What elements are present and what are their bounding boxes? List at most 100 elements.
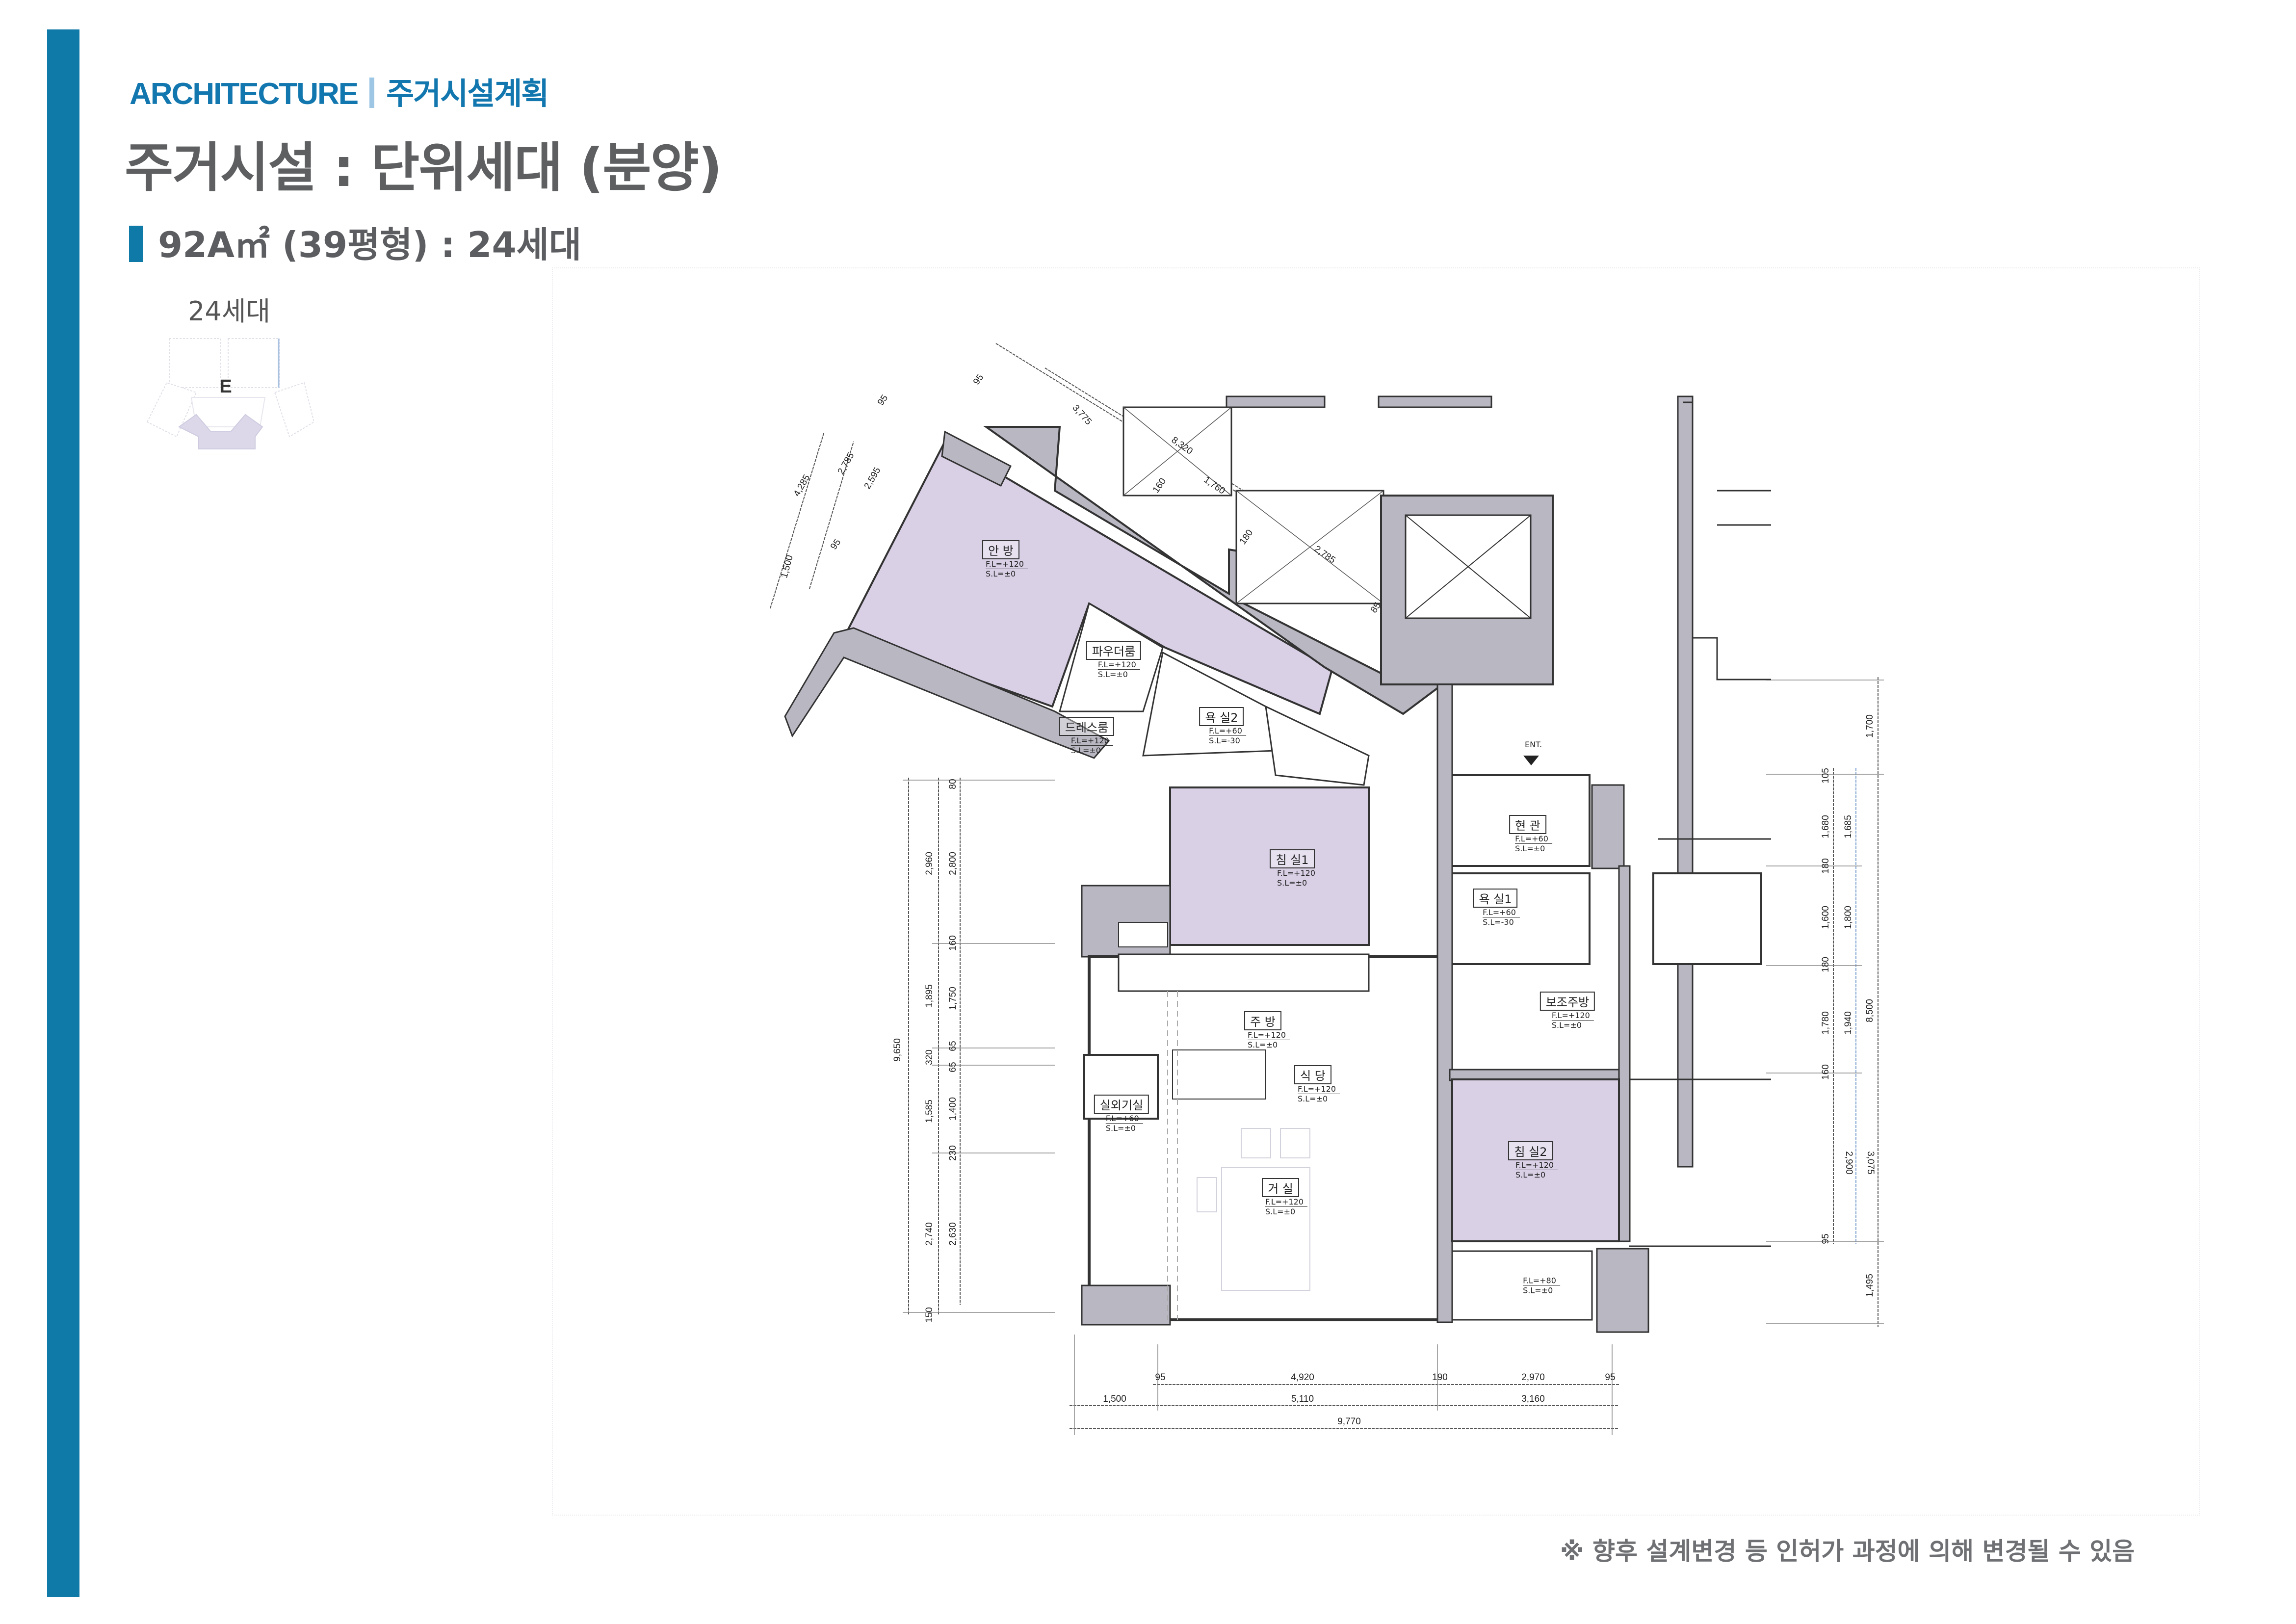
slab-level: S.L=±0 xyxy=(1523,1285,1553,1295)
dimension-label: 1,500 xyxy=(1103,1394,1126,1404)
sidebar-accent-bar xyxy=(47,29,79,1597)
dimension-label: 1,940 xyxy=(1843,1011,1853,1035)
dimension-label: 2,960 xyxy=(924,852,935,875)
room-name: 실외기실 xyxy=(1094,1095,1149,1114)
section-header: ARCHITECTURE 주거시설계획 xyxy=(130,69,549,113)
dimension-label: 190 xyxy=(1432,1372,1448,1383)
slab-level: S.L=±0 xyxy=(1277,878,1307,888)
dimension-label: 1,700 xyxy=(1865,714,1875,738)
dimension-label: 160 xyxy=(948,935,958,951)
dimension-label: 1,895 xyxy=(924,984,935,1008)
dimension-label: 1,585 xyxy=(924,1100,935,1123)
dimension-label: 2,740 xyxy=(924,1222,935,1246)
keyplan-label: 24세대 xyxy=(188,296,271,327)
room-name: 주 방 xyxy=(1244,1011,1281,1030)
dimension-label: 4,920 xyxy=(1291,1372,1314,1383)
slab-level: S.L=±0 xyxy=(1265,1207,1296,1216)
dimension-label: 180 xyxy=(1821,957,1831,972)
page-title: 주거시설 : 단위세대 (분양) xyxy=(125,137,722,199)
dimension-label: 80 xyxy=(948,779,958,789)
dimension-label: 8,500 xyxy=(1865,999,1875,1022)
finish-level: F.L=+120 xyxy=(1070,736,1113,746)
room-bedroom-2 xyxy=(1451,1078,1620,1242)
room-name: 보조주방 xyxy=(1539,992,1595,1011)
room-name: 안 방 xyxy=(982,540,1019,559)
entrance-label: ENT. xyxy=(1525,740,1542,749)
slab-level: S.L=±0 xyxy=(1105,1124,1136,1133)
dimension-label: 3,075 xyxy=(1865,1151,1876,1175)
slab-level: S.L=±0 xyxy=(1551,1021,1582,1030)
dimension-label: 2,970 xyxy=(1521,1372,1545,1383)
dimension-label: 9,770 xyxy=(1337,1416,1361,1427)
unit-heading: 92A㎡ (39평형) : 24세대 xyxy=(129,216,581,267)
finish-level: F.L=+120 xyxy=(1265,1197,1307,1207)
dimension-label: 5,110 xyxy=(1291,1394,1314,1404)
slab-level: S.L=±0 xyxy=(1097,670,1128,679)
finish-level: F.L=+120 xyxy=(1515,1160,1558,1170)
slab-level: S.L=±0 xyxy=(1248,1040,1278,1049)
keyplan-diagram: E xyxy=(146,338,314,449)
dimension-label: 95 xyxy=(1155,1372,1166,1383)
room-name: 파우더룸 xyxy=(1086,641,1142,660)
slab-level: S.L=±0 xyxy=(1515,1170,1546,1179)
dimension-label: 2,900 xyxy=(1844,1151,1854,1175)
room-name: 식 당 xyxy=(1294,1065,1331,1084)
slab-level: S.L=-30 xyxy=(1209,736,1240,745)
dimension-label: 1,680 xyxy=(1821,815,1831,838)
room-name: 욕 실2 xyxy=(1199,707,1244,726)
subsection-label: 주거시설계획 xyxy=(386,77,549,111)
extension-lines xyxy=(903,680,1884,1435)
finish-level: F.L=+80 xyxy=(1523,1276,1560,1286)
dimension-label: 1,400 xyxy=(948,1097,958,1121)
room-bedroom-1 xyxy=(1169,786,1370,946)
finish-level: F.L=+120 xyxy=(1097,660,1140,670)
keyplan-unit-letter: E xyxy=(219,376,232,397)
finish-level: F.L=+120 xyxy=(1248,1030,1290,1040)
dimension-label: 230 xyxy=(948,1145,958,1161)
dimension-label: 320 xyxy=(924,1049,935,1065)
finish-level: F.L=+120 xyxy=(1298,1084,1340,1094)
room-name: 욕 실1 xyxy=(1473,889,1518,908)
dimension-label: 3,160 xyxy=(1521,1394,1545,1404)
room-name: 현 관 xyxy=(1509,815,1546,834)
slab-level: S.L=±0 xyxy=(1070,746,1101,755)
room-living xyxy=(1088,955,1451,1321)
finish-level: F.L=+120 xyxy=(1277,868,1319,878)
heading-marker xyxy=(129,226,143,262)
room-name: 거 실 xyxy=(1262,1178,1299,1197)
dimension-label: 9,650 xyxy=(892,1038,903,1062)
finish-level: F.L=+60 xyxy=(1483,908,1520,917)
disclaimer-note: ※ 향후 설계변경 등 인허가 과정에 의해 변경될 수 있음 xyxy=(1560,1537,2135,1566)
section-label: ARCHITECTURE xyxy=(130,77,359,111)
dimension-label: 105 xyxy=(1821,768,1831,784)
finish-level: F.L=+60 xyxy=(1105,1114,1143,1124)
finish-level: F.L=+60 xyxy=(1209,726,1246,736)
dimension-label: 150 xyxy=(924,1307,935,1323)
dimension-label: 1,750 xyxy=(948,987,958,1010)
dimension-label: 1,495 xyxy=(1865,1274,1875,1297)
